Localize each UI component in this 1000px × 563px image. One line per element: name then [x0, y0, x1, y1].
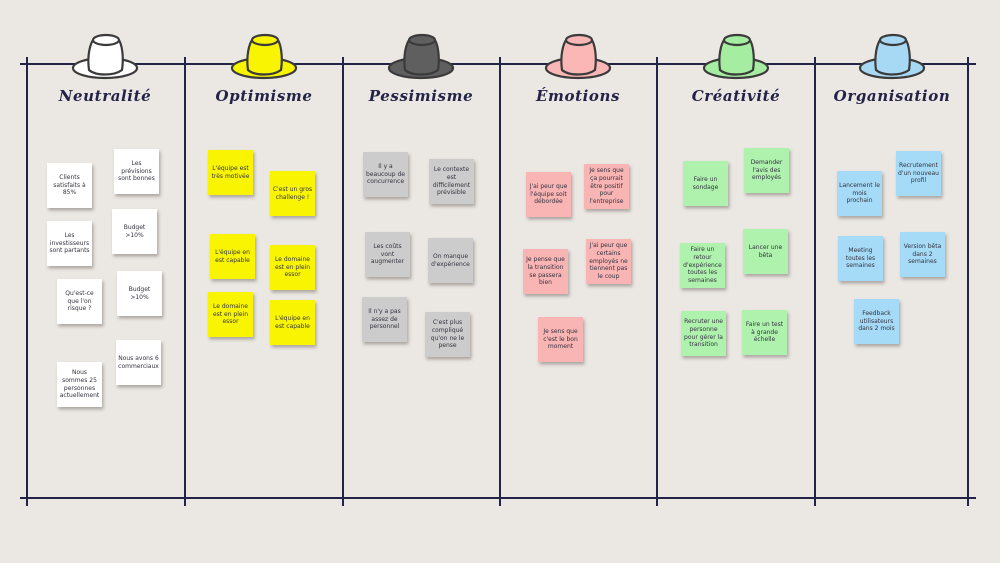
sticky-note[interactable]: Le domaine est en plein essor	[208, 292, 253, 337]
sticky-note[interactable]: Clients satisfaits à 85%	[47, 163, 92, 208]
column-title: Pessimisme	[368, 87, 474, 105]
column-title: Optimisme	[215, 87, 313, 105]
column-header-emotions: Émotions	[493, 30, 663, 105]
sticky-note[interactable]: Feedback utilisateurs dans 2 mois	[854, 299, 899, 344]
yellow-hat-icon	[230, 33, 298, 80]
sticky-note[interactable]: L'équipe en est capable	[270, 300, 315, 345]
red-hat-icon	[544, 33, 612, 80]
column-divider	[26, 57, 28, 506]
sticky-note[interactable]: Les prévisions sont bonnes	[114, 149, 159, 194]
sticky-note[interactable]: L'équipe en est capable	[210, 234, 255, 279]
sticky-note[interactable]: Version bêta dans 2 semaines	[900, 232, 945, 277]
column-divider	[342, 57, 344, 506]
sticky-note[interactable]: L'équipe est très motivée	[208, 150, 253, 195]
column-divider	[967, 57, 969, 506]
sticky-note[interactable]: Demander l'avis des employés	[744, 148, 789, 193]
sticky-note[interactable]: Il y a beaucoup de concurrence	[363, 152, 408, 197]
sticky-note[interactable]: C'est un gros challenge !	[270, 171, 315, 216]
column-title: Créativité	[691, 87, 781, 105]
table-bottom-border	[20, 497, 976, 499]
column-header-pessimisme: Pessimisme	[336, 30, 506, 105]
column-divider	[656, 57, 658, 506]
sticky-note[interactable]: Je sens que c'est le bon moment	[538, 317, 583, 362]
sticky-note[interactable]: Recruter une personne pour gérer la tran…	[681, 311, 726, 356]
sticky-note[interactable]: Le domaine est en plein essor	[270, 245, 315, 290]
column-header-neutralite: Neutralité	[20, 30, 190, 105]
sticky-note[interactable]: Lancer une bêta	[743, 229, 788, 274]
sticky-note[interactable]: Nous sommes 25 personnes actuellement	[57, 362, 102, 407]
column-divider	[814, 57, 816, 506]
column-header-optimisme: Optimisme	[179, 30, 349, 105]
column-title: Émotions	[535, 87, 621, 105]
sticky-note[interactable]: Budget >10%	[117, 271, 162, 316]
sticky-note[interactable]: Faire un retour d'expérience toutes les …	[680, 243, 725, 288]
sticky-note[interactable]: Il n'y a pas assez de personnel	[362, 297, 407, 342]
sticky-note[interactable]: Le contexte est difficilement prévisible	[429, 159, 474, 204]
sticky-note[interactable]: Faire un sondage	[683, 161, 728, 206]
sticky-note[interactable]: C'est plus compliqué qu'on ne le pense	[425, 312, 470, 357]
column-divider	[184, 57, 186, 506]
column-header-creativite: Créativité	[651, 30, 821, 105]
column-divider	[499, 57, 501, 506]
green-hat-icon	[702, 33, 770, 80]
column-header-organisation: Organisation	[807, 30, 977, 105]
sticky-note[interactable]: Les investisseurs sont partants	[47, 221, 92, 266]
white-hat-icon	[71, 33, 139, 80]
sticky-note[interactable]: Budget >10%	[112, 209, 157, 254]
sticky-note[interactable]: Meeting toutes les semaines	[838, 236, 883, 281]
sticky-note[interactable]: Les coûts vont augmenter	[365, 232, 410, 277]
table-top-border	[20, 63, 976, 65]
sticky-note[interactable]: J'ai peur que certains employés ne tienn…	[586, 239, 631, 284]
sticky-note[interactable]: J'ai peur que l'équipe soit débordée	[526, 172, 571, 217]
sticky-note[interactable]: Qu'est-ce que l'on risque ?	[57, 279, 102, 324]
sticky-note[interactable]: Nous avons 6 commerciaux	[116, 340, 161, 385]
sticky-note[interactable]: On manque d'expérience	[428, 238, 473, 283]
blue-hat-icon	[858, 33, 926, 80]
sticky-note[interactable]: Faire un test à grande échelle	[742, 310, 787, 355]
sticky-note[interactable]: Je pense que la transition se passera bi…	[523, 249, 568, 294]
column-title: Neutralité	[58, 87, 152, 105]
sticky-note[interactable]: Lancement le mois prochain	[837, 171, 882, 216]
black-hat-icon	[387, 33, 455, 80]
sticky-note[interactable]: Recrutement d'un nouveau profil	[896, 151, 941, 196]
sticky-note[interactable]: Je sens que ça pourrait être positif pou…	[584, 164, 629, 209]
column-title: Organisation	[833, 87, 951, 105]
